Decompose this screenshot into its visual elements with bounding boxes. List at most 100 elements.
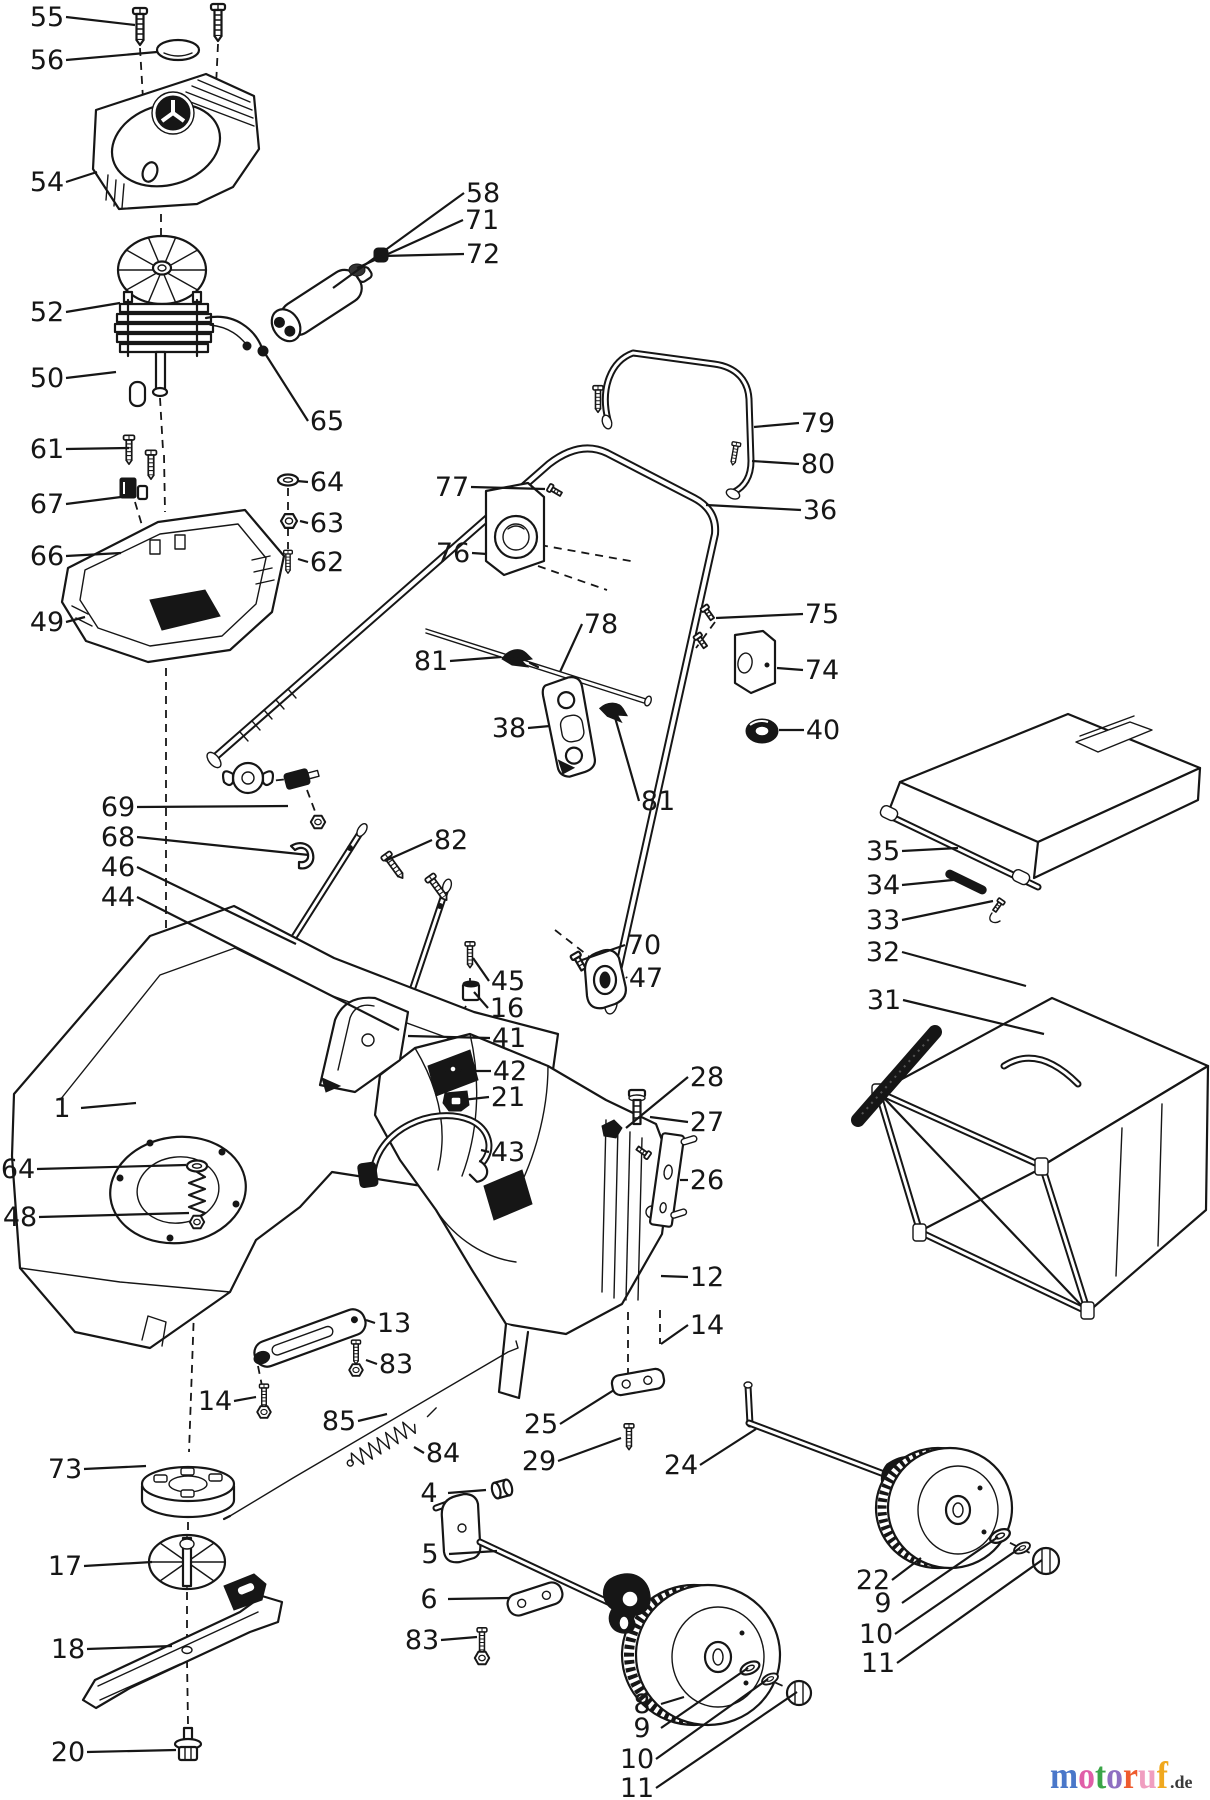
- part-label-58: 58: [466, 178, 500, 209]
- leader-line-61: [65, 446, 130, 451]
- part-label-8: 8: [633, 1689, 650, 1720]
- wing-knob-69: [221, 761, 327, 830]
- part-label-76: 76: [436, 538, 470, 569]
- part-label-61: 61: [30, 434, 64, 465]
- cable-clip-81-lower: [598, 702, 629, 724]
- part-label-81: 81: [414, 646, 448, 677]
- leader-line-17: [83, 1560, 153, 1568]
- part-label-31: 31: [867, 985, 901, 1016]
- part-label-27: 27: [690, 1107, 724, 1138]
- switch-bracket-38: [541, 676, 597, 778]
- part-label-13: 13: [377, 1308, 411, 1339]
- part-label-67: 67: [30, 489, 64, 520]
- deflector-43: [357, 1112, 493, 1189]
- leader-line-14: [233, 1395, 257, 1403]
- leader-line-56: [65, 50, 158, 62]
- leader-line-33: [901, 899, 994, 922]
- leader-line-75: [715, 612, 804, 620]
- leader-line-12: [660, 1274, 689, 1279]
- part-label-21: 21: [491, 1082, 525, 1113]
- leader-line-68: [136, 835, 310, 857]
- leader-line-71: [356, 218, 464, 270]
- leader-line-5: [448, 1549, 498, 1556]
- leader-line-27: [649, 1115, 689, 1124]
- hinge-plate-25: [610, 1367, 666, 1397]
- part-label-6: 6: [420, 1584, 437, 1615]
- leader-line-18: [86, 1644, 173, 1651]
- leader-line-79: [753, 421, 800, 429]
- part-label-65: 65: [310, 406, 344, 437]
- part-label-38: 38: [492, 713, 526, 744]
- part-label-11: 11: [861, 1648, 895, 1679]
- leader-line-63: [299, 519, 309, 525]
- leader-line-31: [902, 998, 1045, 1036]
- leader-line-11: [896, 1559, 1043, 1664]
- part-label-17: 17: [48, 1551, 82, 1582]
- part-label-68: 68: [101, 822, 135, 853]
- leader-line-10: [894, 1547, 1021, 1635]
- part-label-41: 41: [492, 1023, 526, 1054]
- leader-line-73: [83, 1464, 147, 1471]
- leader-line-6: [447, 1596, 510, 1601]
- motor-cable-65: [204, 315, 269, 357]
- leader-line-80: [751, 459, 800, 466]
- part-label-50: 50: [30, 363, 64, 394]
- wing-knob-47: [583, 948, 627, 1010]
- part-label-69: 69: [101, 792, 135, 823]
- catcher-bag-32: [876, 996, 1210, 1314]
- adjuster-bracket-41: [318, 996, 410, 1094]
- leader-line-81: [612, 713, 641, 802]
- leader-line-9: [660, 1667, 749, 1729]
- leader-line-38: [527, 724, 551, 730]
- blade-bolt-20: [173, 1726, 203, 1762]
- part-label-18: 18: [51, 1634, 85, 1665]
- part-label-46: 46: [101, 852, 135, 883]
- upper-housing-49: [60, 508, 286, 664]
- part-label-56: 56: [30, 45, 64, 76]
- part-label-52: 52: [30, 297, 64, 328]
- leader-line-66: [65, 551, 122, 558]
- lid-screw-33: [989, 896, 1007, 924]
- part-label-49: 49: [30, 607, 64, 638]
- part-label-77: 77: [435, 472, 469, 503]
- leader-line-46: [136, 866, 297, 945]
- switch-housing-76: [484, 481, 546, 577]
- leader-line-44: [136, 896, 400, 1031]
- rear-wheel-hardware-9-10-11: [986, 1525, 1061, 1576]
- leader-line-49: [65, 615, 86, 624]
- part-label-80: 80: [801, 449, 835, 480]
- part-label-34: 34: [866, 870, 900, 901]
- clutch-disc-73: [140, 1465, 236, 1519]
- part-label-83: 83: [379, 1349, 413, 1380]
- motoruf-logo-text: motoruf: [1050, 1755, 1169, 1797]
- part-label-84: 84: [426, 1438, 460, 1469]
- part-label-32: 32: [866, 937, 900, 968]
- part-label-5: 5: [421, 1539, 438, 1570]
- motoruf-watermark: motoruf .de: [1050, 1755, 1193, 1797]
- leader-line-84: [413, 1446, 425, 1454]
- part-label-48: 48: [3, 1202, 37, 1233]
- part-label-44: 44: [101, 882, 135, 913]
- part-label-54: 54: [30, 167, 64, 198]
- part-label-36: 36: [803, 495, 837, 526]
- part-label-28: 28: [690, 1062, 724, 1093]
- impeller-17: [147, 1533, 227, 1591]
- leader-line-10: [655, 1678, 769, 1760]
- part-label-26: 26: [690, 1165, 724, 1196]
- clip-28: [601, 1119, 653, 1161]
- part-label-73: 73: [48, 1454, 82, 1485]
- part-label-82: 82: [434, 825, 468, 856]
- part-label-40: 40: [806, 715, 840, 746]
- leader-line-20: [86, 1748, 177, 1754]
- leader-line-69: [136, 804, 289, 809]
- grip-block-74: [733, 629, 777, 695]
- part-label-9: 9: [633, 1713, 650, 1744]
- part-label-25: 25: [524, 1409, 558, 1440]
- front-axle-bracket: [603, 1573, 651, 1634]
- part-label-10: 10: [620, 1744, 654, 1775]
- leader-line-8: [660, 1695, 685, 1706]
- nut-42: [444, 1060, 462, 1078]
- brake-spring-84: [346, 1407, 437, 1467]
- leader-line-74: [776, 666, 804, 672]
